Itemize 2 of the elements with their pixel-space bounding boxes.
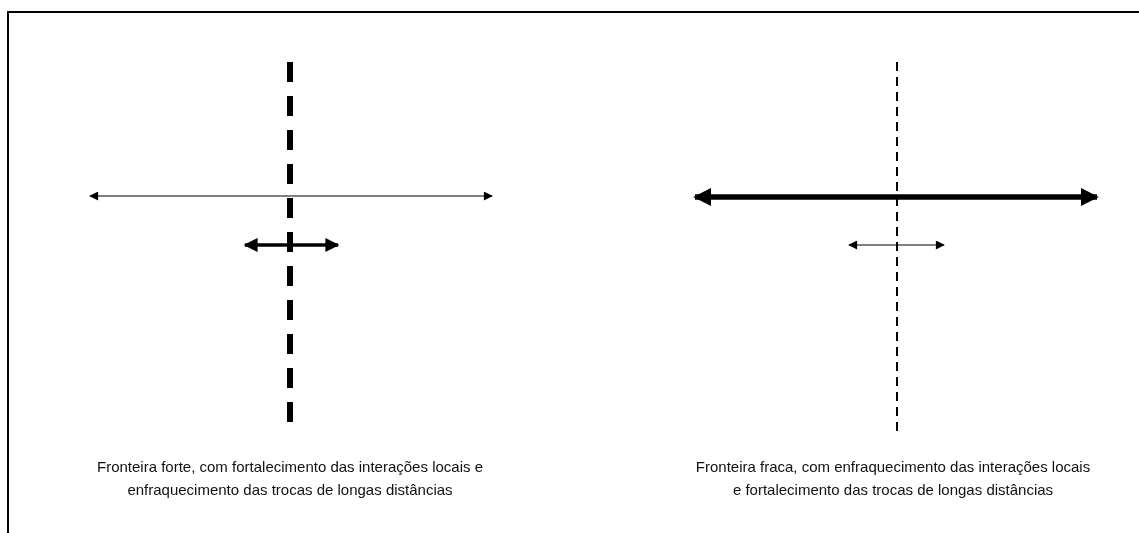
caption: Fronteira forte, com fortalecimento das interações locais e enfraquecimento das trocas de longas distâncias (96, 457, 484, 500)
caption: Fronteira fraca, com enfraquecimento das interações locais e fortalecimento das trocas de longas distâncias (695, 457, 1091, 500)
